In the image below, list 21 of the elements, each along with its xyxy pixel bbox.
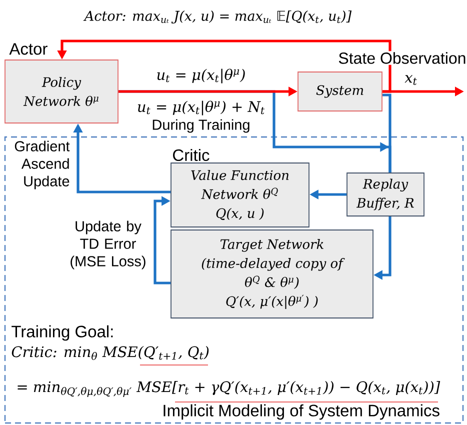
process-box: Value Function Network θ$^{Q}$ Q(x, u ) [170, 162, 310, 228]
text-label: Training Goal: [12, 325, 113, 341]
formula: = min$_{θQ′,θμ,θQ′,θμ′}$ MSE[r$_{t}$ + γQ′(x$_{t+1}$, μ′(x$_{t+1}$)) − Q(x$_{t}$, μ(x$_{t}$))] [18, 381, 440, 397]
text-label: State Observation [337, 51, 467, 65]
arrow [154, 196, 171, 284]
process-box: Target Network (time-delayed copy of θ$^{Q}$ & θ$^{μ}$) Q′(x, μ′(x|θ$^{μ′}$) ) [170, 230, 374, 318]
formula: u$_{t}$ = μ(x$_{t}$|θ$^{μ}$) + N$_{t}$ [138, 100, 265, 116]
process-box: System [298, 72, 382, 112]
process-box: Policy Network θ$^{μ}$ [4, 60, 118, 124]
connector [382, 94, 392, 173]
edge-label: Gradient Ascend Update [6, 140, 71, 190]
process-box: Replay Buffer, R [346, 172, 424, 216]
edge-label: Update by TD Error (MSE Loss) [64, 220, 152, 270]
edge-label: x$_{t}$ [404, 74, 418, 86]
heading: Critic [173, 148, 210, 162]
edge-label: u$_{t}$ = μ(x$_{t}$|θ$^{μ}$) [155, 68, 247, 84]
text-label: Implicit Modeling of System Dynamics [164, 404, 440, 420]
text-label: During Training [152, 119, 250, 133]
heading: Actor [9, 43, 48, 55]
title: Actor: max$_{uₜ}$ J(x, u) = max$_{uₜ}$ 𝔼[Q(x$_{t}$, u$_{t}$)] [83, 10, 352, 24]
formula: Critic: min$_{θ}$ MSE(Q′$_{t+1}$, Q$_{t}$) [12, 346, 209, 360]
